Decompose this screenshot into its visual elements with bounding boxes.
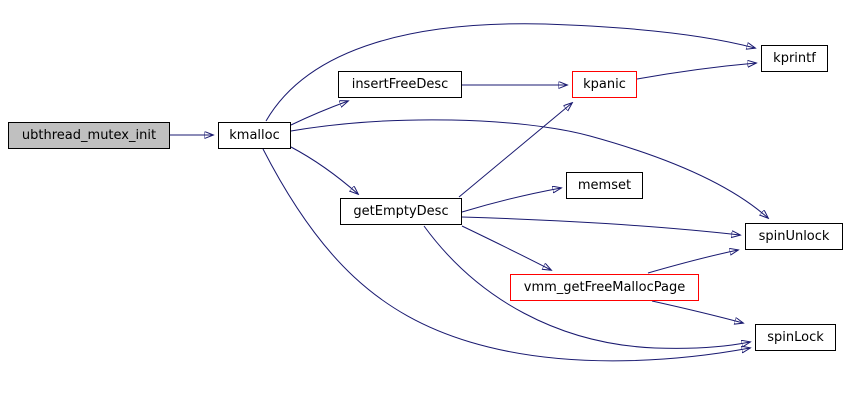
node-label: spinUnlock [758, 229, 830, 244]
edge-kmalloc-to-getEmptyDesc [290, 146, 358, 194]
edge-getEmptyDesc-to-vmm_getFreeMallocPage [461, 225, 551, 270]
node-kpanic[interactable]: kpanic [572, 71, 637, 98]
node-label: insertFreeDesc [351, 77, 449, 92]
node-kmalloc[interactable]: kmalloc [218, 122, 291, 149]
node-getEmptyDesc[interactable]: getEmptyDesc [340, 198, 462, 225]
node-vmm_getFreeMallocPage[interactable]: vmm_getFreeMallocPage [510, 274, 699, 301]
edge-getEmptyDesc-to-spinUnlock [461, 216, 740, 235]
edge-kmalloc-to-insertFreeDesc [290, 101, 348, 126]
edge-getEmptyDesc-to-memset [461, 188, 561, 213]
node-kprintf[interactable]: kprintf [761, 45, 828, 72]
edge-getEmptyDesc-to-kpanic [458, 103, 572, 198]
node-label: kpanic [583, 77, 626, 92]
node-ubthread_mutex_init: ubthread_mutex_init [8, 122, 170, 149]
edge-kmalloc-to-kprintf [265, 23, 755, 122]
edge-vmm_getFreeMallocPage-to-spinUnlock [647, 250, 738, 274]
edge-getEmptyDesc-to-spinLock [423, 225, 750, 349]
node-memset[interactable]: memset [566, 172, 643, 199]
edge-vmm_getFreeMallocPage-to-spinLock [651, 300, 743, 323]
node-label: kmalloc [229, 128, 280, 143]
node-label: ubthread_mutex_init [21, 128, 157, 143]
node-label: getEmptyDesc [353, 204, 449, 219]
node-spinLock[interactable]: spinLock [755, 324, 836, 351]
node-insertFreeDesc[interactable]: insertFreeDesc [338, 71, 462, 98]
edge-kmalloc-to-spinUnlock [290, 119, 768, 218]
node-label: kprintf [773, 51, 816, 66]
edge-kpanic-to-kprintf [636, 63, 756, 80]
edge-kmalloc-to-spinLock [262, 148, 750, 362]
node-label: memset [577, 178, 632, 193]
node-spinUnlock[interactable]: spinUnlock [745, 223, 843, 250]
node-label: vmm_getFreeMallocPage [523, 280, 686, 295]
node-label: spinLock [767, 330, 824, 345]
